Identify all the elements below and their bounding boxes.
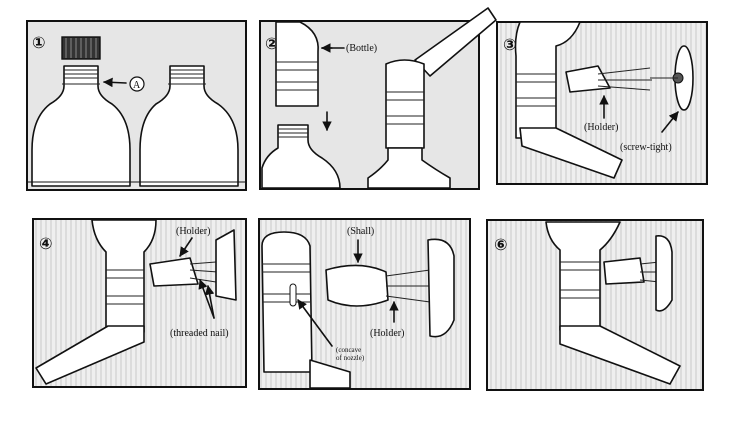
panel-3: ③ (Holder) (screw-tight) <box>496 21 708 185</box>
pointer-arrow-icon <box>297 299 333 347</box>
pointer-arrow-icon <box>204 285 215 319</box>
feeder-body-icon <box>514 21 694 179</box>
holder-label: (Holder) <box>584 122 618 133</box>
pointer-arrow-icon <box>661 111 679 133</box>
holder-label: (Holder) <box>370 328 404 339</box>
step-number-3: ③ <box>503 35 517 54</box>
holder-label: (Holder) <box>176 226 210 237</box>
feeder-body-icon <box>35 219 237 385</box>
step-number-6: ⑥ <box>494 235 508 254</box>
pointer-arrow-icon <box>179 237 193 257</box>
step-number-2: ② <box>265 34 279 53</box>
pointer-arrow-icon <box>198 279 215 319</box>
screw-tight-label: (screw-tight) <box>620 142 672 153</box>
assembled-feeder-icon <box>545 221 681 385</box>
assembled-feeder-icon <box>367 7 497 189</box>
holder-part-icon <box>275 21 319 107</box>
threaded-nail-label: (threaded nail) <box>170 328 229 339</box>
bottle-icon <box>139 65 239 187</box>
concave-label-line1: (concave <box>336 346 361 354</box>
panel-6: ⑥ <box>486 219 704 391</box>
pointer-arrow-icon <box>103 77 127 88</box>
step-number-4: ④ <box>39 234 53 253</box>
bottle-icon <box>261 124 341 189</box>
panel-5: ⑤ (Shall) (Holder) (concave of nozzle) <box>258 218 471 390</box>
panel-4: ④ (Holder) (threaded nail) <box>32 218 247 388</box>
bottle-label: (Bottle) <box>346 43 377 54</box>
marker-label: A <box>133 80 141 91</box>
bottle-icon <box>31 65 131 187</box>
shall-label: (Shall) <box>347 226 374 237</box>
feeder-body-icon <box>261 231 455 389</box>
panel-2: ② (Bottle) <box>259 7 497 190</box>
concave-label-line2: of nozzle) <box>336 354 365 362</box>
step-number-1: ① <box>32 33 46 52</box>
marker-circle <box>129 76 145 92</box>
bottle-cap-icon <box>61 36 101 60</box>
panel-1: ① A <box>26 20 247 191</box>
